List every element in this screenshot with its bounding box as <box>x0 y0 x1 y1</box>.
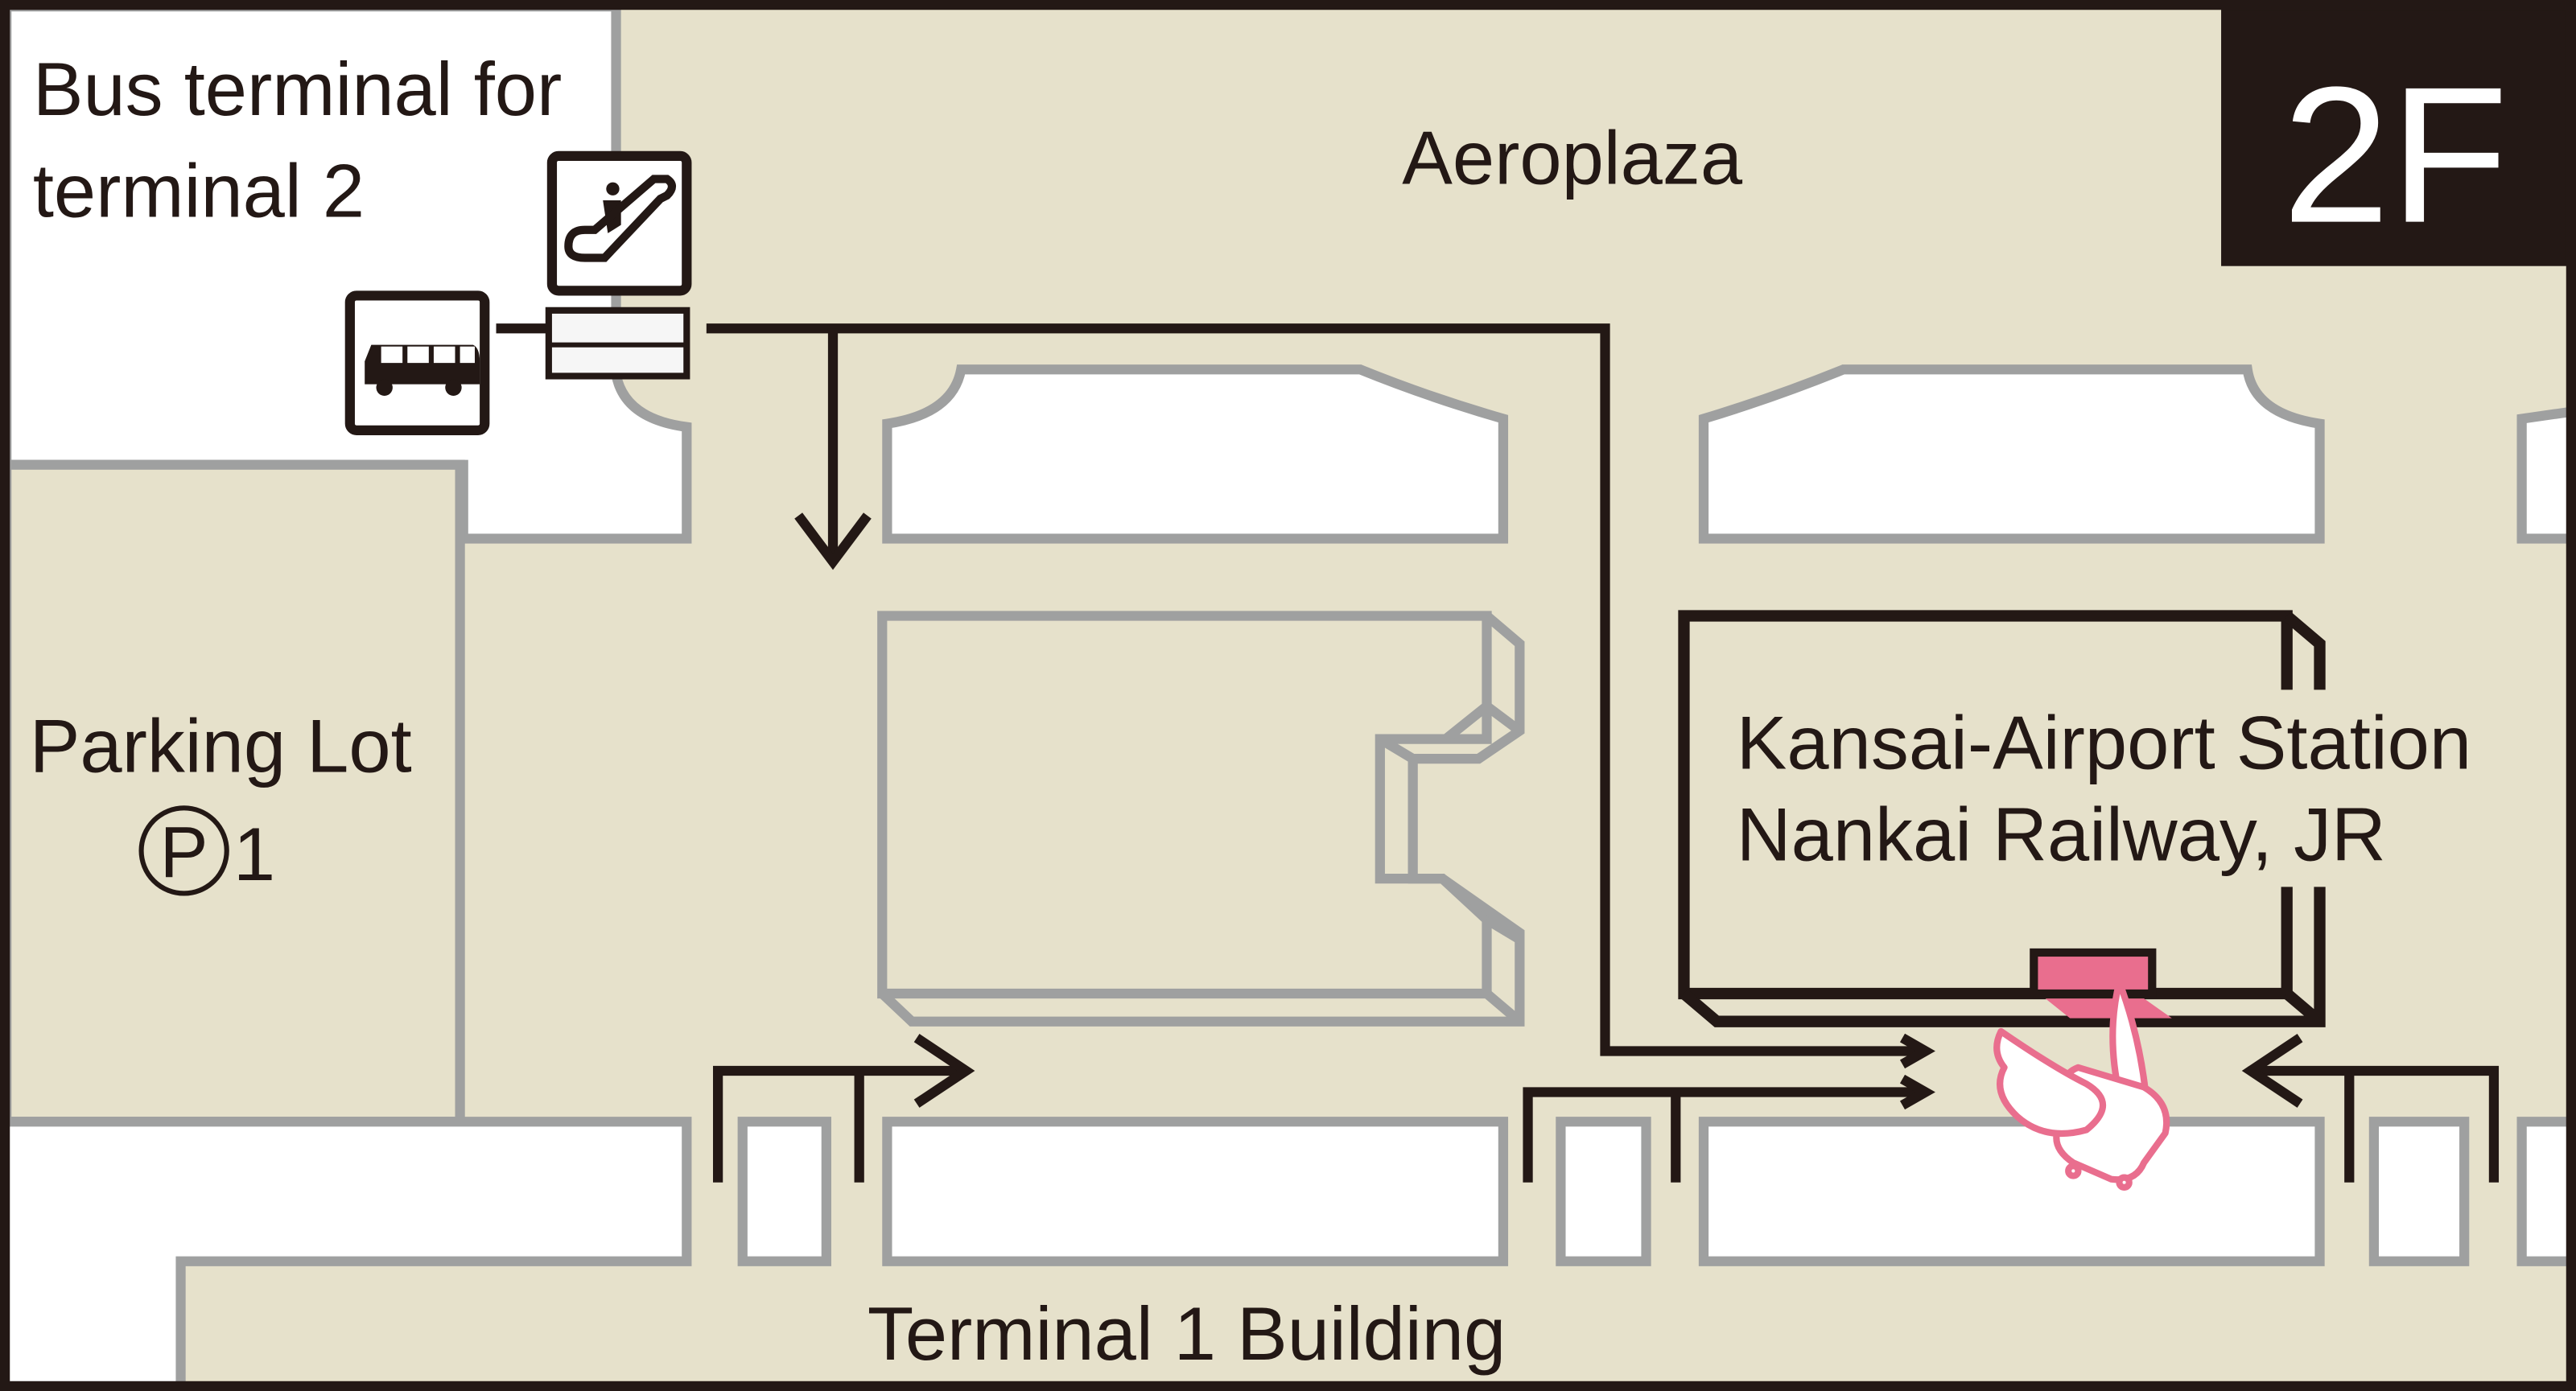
escalator-gate <box>545 307 690 380</box>
escalator-icon <box>546 150 692 296</box>
block-lower-right <box>1698 1117 2325 1266</box>
bottom-left-area <box>0 1117 692 1391</box>
floor-badge <box>2221 6 2576 266</box>
bus-icon <box>344 290 490 435</box>
parking-symbol: P <box>160 813 208 893</box>
block-lower-left <box>882 1117 1509 1266</box>
station-entrance-highlight <box>2030 948 2157 998</box>
bus-terminal-label-line1: Bus terminal for <box>33 47 562 131</box>
station-label-line2: Nankai Railway, JR <box>1737 792 2386 877</box>
parking-lot-area <box>2 459 465 1127</box>
station-label-line1: Kansai-Airport Station <box>1737 700 2471 784</box>
terminal-label: Terminal 1 Building <box>868 1291 1506 1376</box>
pillar <box>1556 1117 1651 1266</box>
aeroplaza-label: Aeroplaza <box>1402 116 1743 200</box>
central-building <box>877 611 1525 1027</box>
parking-symbol-circle <box>138 805 229 896</box>
block-upper-left <box>882 364 1509 544</box>
bus-terminal-label-line2: terminal 2 <box>33 148 365 233</box>
block-upper-edge <box>2516 405 2576 544</box>
block-lower-edge <box>2516 1117 2576 1266</box>
parking-lot-label: Parking Lot <box>30 703 412 788</box>
pillar <box>2368 1117 2470 1266</box>
block-upper-right <box>1698 364 2325 544</box>
pillar <box>737 1117 831 1266</box>
station-entrance-step <box>2045 998 2172 1019</box>
station-building <box>1678 610 2326 1027</box>
mascot-suitcase-icon <box>1993 978 2170 1191</box>
floor-label: 2F <box>2282 47 2508 264</box>
parking-number: 1 <box>233 812 275 896</box>
